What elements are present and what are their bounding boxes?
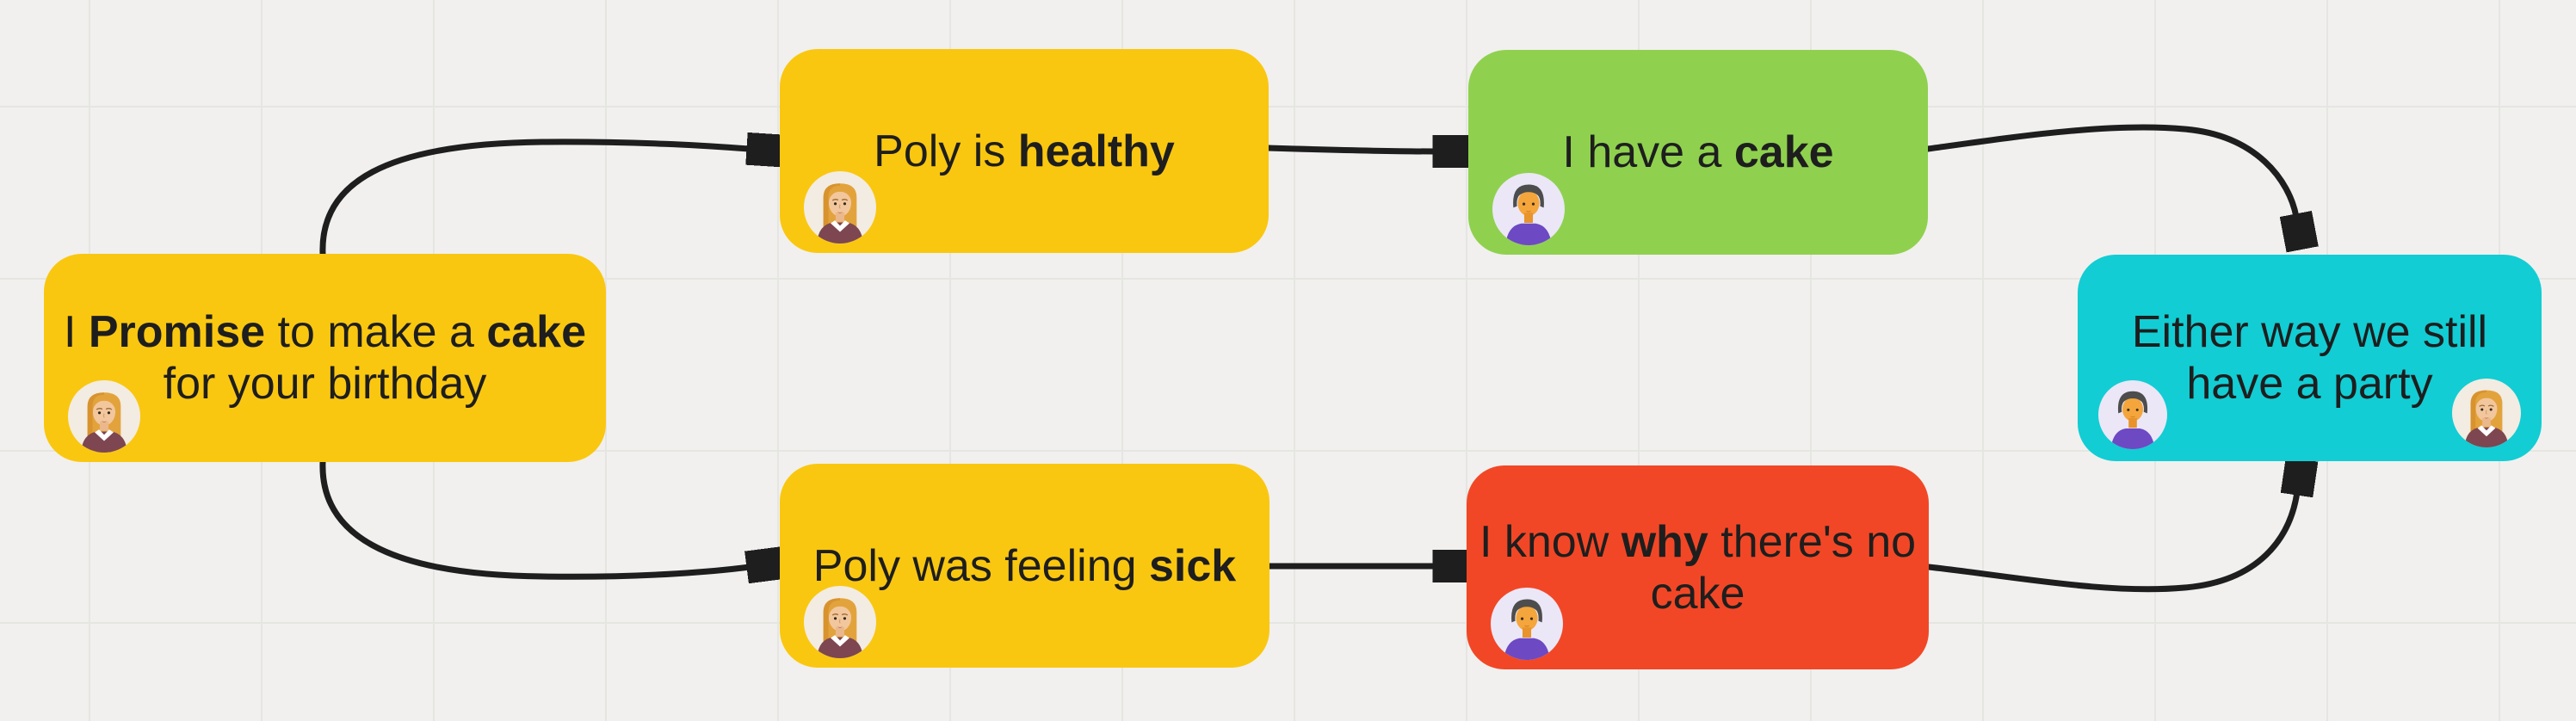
- node-text-line: have a party: [2186, 359, 2433, 409]
- node-text-line: I know why there's no: [1479, 516, 1917, 567]
- avatar-male-icon: [1491, 588, 1563, 660]
- avatar-female-icon: [804, 171, 876, 243]
- node-text-line: Either way we still: [2131, 307, 2488, 357]
- edge-healthy-to-cake[interactable]: [1265, 148, 1436, 151]
- node-sick[interactable]: Poly was feeling sick: [780, 464, 1269, 668]
- node-healthy-text: Poly is healthy: [862, 126, 1187, 177]
- edge-promise-to-sick[interactable]: [319, 459, 750, 576]
- avatar-male-icon: [2098, 380, 2167, 449]
- node-healthy[interactable]: Poly is healthy: [780, 49, 1269, 253]
- node-cake-text: I have a cake: [1550, 126, 1845, 178]
- edge-cake-to-party[interactable]: [1924, 124, 2296, 217]
- avatar-female-icon: [68, 380, 140, 453]
- node-text-line: Poly is healthy: [874, 126, 1175, 176]
- node-text-line: I have a cake: [1562, 127, 1834, 177]
- avatar-female-icon: [2452, 379, 2521, 447]
- node-text-line: Poly was feeling sick: [812, 540, 1237, 591]
- avatar-male-icon: [1492, 173, 1565, 245]
- node-text-line: I Promise to make a cake: [63, 307, 587, 357]
- node-cake[interactable]: I have a cake: [1468, 50, 1928, 255]
- edge-promise-to-healthy[interactable]: [319, 142, 750, 257]
- node-text-line: for your birthday: [163, 359, 487, 409]
- node-text-line: cake: [1650, 568, 1745, 619]
- edge-why-to-party[interactable]: [1925, 492, 2297, 593]
- avatar-female-icon: [804, 586, 876, 658]
- node-sick-text: Poly was feeling sick: [801, 540, 1248, 592]
